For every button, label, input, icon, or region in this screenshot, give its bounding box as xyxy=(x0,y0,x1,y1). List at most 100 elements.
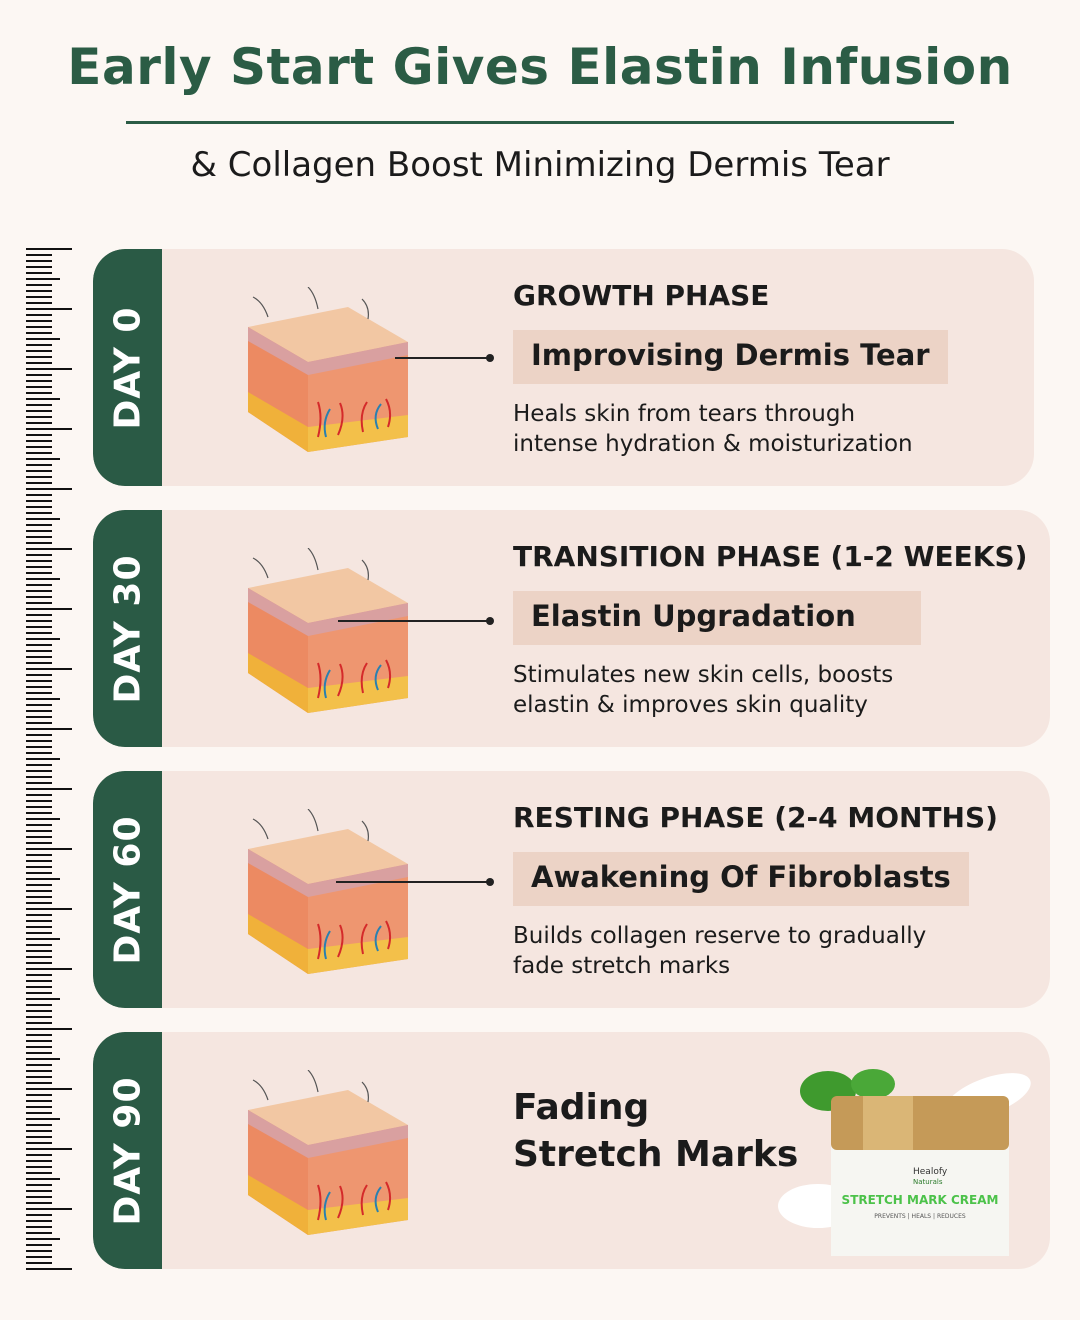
ruler-tick xyxy=(26,782,52,784)
stage-card-day-60: DAY 60 RESTING PHASE (2-4 MONTHS) Awaken… xyxy=(93,771,1050,1008)
ruler-tick xyxy=(26,560,52,562)
ruler-tick xyxy=(26,1142,52,1144)
ruler-tick xyxy=(26,248,72,250)
ruler-tick xyxy=(26,452,52,454)
day-tab: DAY 0 xyxy=(93,249,162,486)
ruler-tick xyxy=(26,788,72,790)
ruler-tick xyxy=(26,512,52,514)
ruler-tick xyxy=(26,1268,72,1270)
ruler-tick xyxy=(26,740,52,742)
ruler-tick xyxy=(26,548,72,550)
ruler-tick xyxy=(26,1100,52,1102)
ruler-tick xyxy=(26,584,52,586)
svg-text:Naturals: Naturals xyxy=(913,1178,943,1186)
ruler-tick xyxy=(26,902,52,904)
ruler-tick xyxy=(26,656,52,658)
ruler-tick xyxy=(26,836,52,838)
ruler-tick xyxy=(26,974,52,976)
title-divider xyxy=(126,121,954,124)
ruler-tick xyxy=(26,962,52,964)
ruler-tick xyxy=(26,1004,52,1006)
ruler-tick xyxy=(26,440,52,442)
ruler-tick xyxy=(26,506,52,508)
skin-illustration xyxy=(238,548,418,718)
ruler-tick xyxy=(26,1250,52,1252)
day-label: DAY 0 xyxy=(107,306,148,429)
ruler-tick xyxy=(26,794,52,796)
ruler-tick xyxy=(26,284,52,286)
ruler-tick xyxy=(26,308,72,310)
ruler-tick xyxy=(26,434,52,436)
ruler-tick xyxy=(26,752,52,754)
ruler-tick xyxy=(26,1154,52,1156)
ruler-tick xyxy=(26,500,52,502)
ruler-tick xyxy=(26,572,52,574)
ruler-tick xyxy=(26,1112,52,1114)
ruler-tick xyxy=(26,950,52,952)
ruler-tick xyxy=(26,968,72,970)
ruler-tick xyxy=(26,470,52,472)
ruler-tick xyxy=(26,920,52,922)
ruler-tick xyxy=(26,848,72,850)
ruler-tick xyxy=(26,404,52,406)
phase-highlight: Improvising Dermis Tear xyxy=(513,330,948,384)
ruler-tick xyxy=(26,932,52,934)
pointer-arrow xyxy=(338,617,494,625)
ruler-tick xyxy=(26,590,52,592)
ruler-tick xyxy=(26,320,52,322)
ruler-tick xyxy=(26,824,52,826)
ruler-tick xyxy=(26,1256,52,1258)
ruler-tick xyxy=(26,518,60,520)
ruler-tick xyxy=(26,1184,52,1186)
ruler-tick xyxy=(26,1088,72,1090)
ruler-tick xyxy=(26,668,72,670)
ruler-tick xyxy=(26,1136,52,1138)
ruler-tick xyxy=(26,770,52,772)
svg-text:STRETCH MARK CREAM: STRETCH MARK CREAM xyxy=(842,1193,999,1207)
ruler-tick xyxy=(26,344,52,346)
ruler-tick xyxy=(26,1196,52,1198)
ruler-tick xyxy=(26,860,52,862)
ruler-tick xyxy=(26,374,52,376)
pointer-arrow xyxy=(395,354,494,362)
ruler-tick xyxy=(26,338,60,340)
ruler-tick xyxy=(26,686,52,688)
ruler-tick xyxy=(26,926,52,928)
ruler-tick xyxy=(26,314,52,316)
ruler-tick xyxy=(26,734,52,736)
ruler-tick xyxy=(26,680,52,682)
ruler-tick xyxy=(26,566,52,568)
ruler-tick xyxy=(26,704,52,706)
ruler-tick xyxy=(26,800,52,802)
ruler-tick xyxy=(26,956,52,958)
ruler-tick xyxy=(26,254,52,256)
ruler-tick xyxy=(26,350,52,352)
ruler-tick xyxy=(26,1070,52,1072)
ruler-tick xyxy=(26,620,52,622)
ruler-tick xyxy=(26,1166,52,1168)
ruler-tick xyxy=(26,1058,60,1060)
ruler-tick xyxy=(26,1106,52,1108)
page-title: Early Start Gives Elastin Infusion xyxy=(67,38,1013,96)
ruler-tick xyxy=(26,1022,52,1024)
ruler-tick xyxy=(26,368,72,370)
ruler-tick xyxy=(26,266,52,268)
day-label: DAY 90 xyxy=(107,1076,148,1225)
day-tab: DAY 90 xyxy=(93,1032,162,1269)
stage-card-day-30: DAY 30 TRANSITION PHASE (1-2 WEEKS) Elas… xyxy=(93,510,1050,747)
ruler-tick xyxy=(26,638,60,640)
product-jar-image: Healofy Naturals STRETCH MARK CREAM PREV… xyxy=(778,1069,1031,1256)
ruler-tick xyxy=(26,1130,52,1132)
ruler-tick xyxy=(26,494,52,496)
ruler-tick xyxy=(26,872,52,874)
ruler-tick xyxy=(26,698,60,700)
ruler-tick xyxy=(26,398,60,400)
ruler-tick xyxy=(26,1010,52,1012)
ruler-tick xyxy=(26,476,52,478)
ruler-tick xyxy=(26,416,52,418)
ruler-tick xyxy=(26,806,52,808)
ruler-tick xyxy=(26,290,52,292)
